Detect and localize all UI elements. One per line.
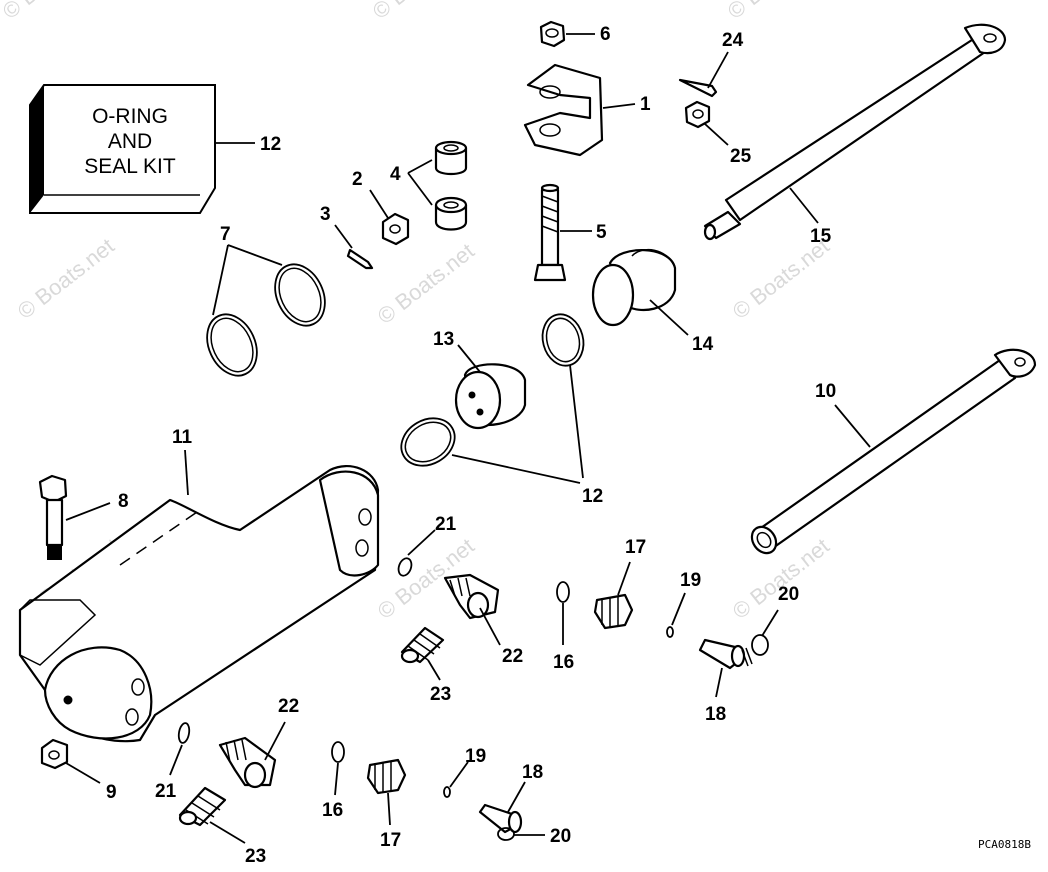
cotter-pin-part-3 — [334, 224, 374, 270]
bolt-part-8 — [38, 474, 111, 560]
watermark: © Boats.net — [368, 0, 474, 24]
callout-labels: 1 2 3 4 5 6 7 8 9 10 11 12 12 13 14 15 1… — [106, 24, 1031, 867]
callout-21b: 21 — [155, 781, 177, 802]
callout-18a: 18 — [705, 704, 726, 725]
callout-22a: 22 — [502, 646, 523, 667]
tie-rod-part-10 — [750, 348, 1037, 555]
bolt-part-5 — [533, 183, 592, 282]
cylinder-part-11 — [18, 449, 380, 743]
watermark: © Boats.net — [728, 533, 834, 624]
bleed-fitting-part-18-upper — [698, 638, 753, 698]
callout-19a: 19 — [680, 570, 701, 591]
fitting-part-17-lower — [366, 758, 407, 826]
callout-23a: 23 — [430, 684, 451, 705]
callout-10: 10 — [815, 381, 836, 402]
seal-kit-box: O-RING AND SEAL KIT — [29, 84, 255, 214]
straight-fitting-part-23-upper — [400, 626, 445, 681]
clevis-bracket-part-1 — [523, 63, 636, 157]
callout-19b: 19 — [465, 746, 486, 767]
drawing-code: PCA0818B — [978, 838, 1031, 851]
callout-7: 7 — [220, 224, 231, 245]
callout-8: 8 — [118, 491, 129, 512]
piston-cap-part-13 — [454, 344, 527, 430]
callout-17b: 17 — [380, 830, 401, 851]
washer-part-16-lower — [331, 741, 345, 796]
callout-21a: 21 — [435, 514, 457, 535]
straight-fitting-part-23-lower — [178, 786, 246, 844]
washer-part-20-lower — [497, 827, 545, 841]
callout-2: 2 — [352, 169, 363, 190]
nut-part-25 — [684, 100, 729, 146]
callout-5: 5 — [596, 222, 607, 243]
callout-14: 14 — [692, 334, 714, 355]
elbow-fitting-part-22-upper — [443, 573, 501, 646]
callout-13: 13 — [433, 329, 454, 350]
callout-23b: 23 — [245, 846, 266, 867]
o-ring-part-12-upper — [541, 313, 585, 367]
callout-18b: 18 — [522, 762, 543, 783]
cotter-pin-part-24 — [678, 51, 729, 98]
callout-9: 9 — [106, 782, 117, 803]
callout-11: 11 — [172, 427, 193, 448]
callout-25: 25 — [730, 146, 752, 167]
kit-label-line2: AND — [108, 130, 152, 153]
callout-6: 6 — [600, 24, 611, 45]
o-rings-part-7 — [206, 244, 326, 377]
kit-label-line1: O-RING — [92, 105, 168, 128]
callout-20b: 20 — [550, 826, 571, 847]
elbow-fitting-part-22-lower — [218, 721, 286, 789]
bushing-part-4 — [407, 140, 468, 231]
o-ring-part-12-lower — [400, 364, 584, 484]
callout-4: 4 — [390, 164, 401, 185]
watermark: © Boats.net — [373, 238, 479, 329]
washer-part-19-lower — [443, 761, 469, 798]
bleed-fitting-part-18-lower — [478, 781, 526, 834]
fitting-part-17-upper — [593, 561, 634, 630]
washer-part-21-lower — [169, 722, 191, 776]
washer-part-16-upper — [556, 581, 570, 645]
callout-17a: 17 — [625, 537, 646, 558]
washer-part-21-upper — [397, 529, 436, 577]
callout-16b: 16 — [322, 800, 343, 821]
callout-24: 24 — [722, 30, 744, 51]
piston-part-14 — [591, 248, 689, 336]
callout-3: 3 — [320, 204, 331, 225]
nut-part-2 — [369, 189, 410, 246]
tie-rod-part-15 — [703, 23, 1007, 241]
callout-12b: 12 — [582, 486, 603, 507]
washer-part-19-upper — [666, 592, 686, 638]
watermark: © Boats.net — [723, 0, 829, 24]
washer-part-20-upper — [751, 609, 779, 656]
callout-1: 1 — [640, 94, 651, 115]
kit-label-line3: SEAL KIT — [84, 155, 176, 178]
callout-22b: 22 — [278, 696, 299, 717]
nut-part-6 — [539, 20, 595, 48]
watermark: © Boats.net — [0, 0, 104, 24]
nut-part-9 — [40, 738, 101, 784]
callout-12a: 12 — [260, 134, 281, 155]
callout-15: 15 — [810, 226, 832, 247]
callout-16a: 16 — [553, 652, 574, 673]
watermark: © Boats.net — [13, 233, 119, 324]
callout-20a: 20 — [778, 584, 799, 605]
